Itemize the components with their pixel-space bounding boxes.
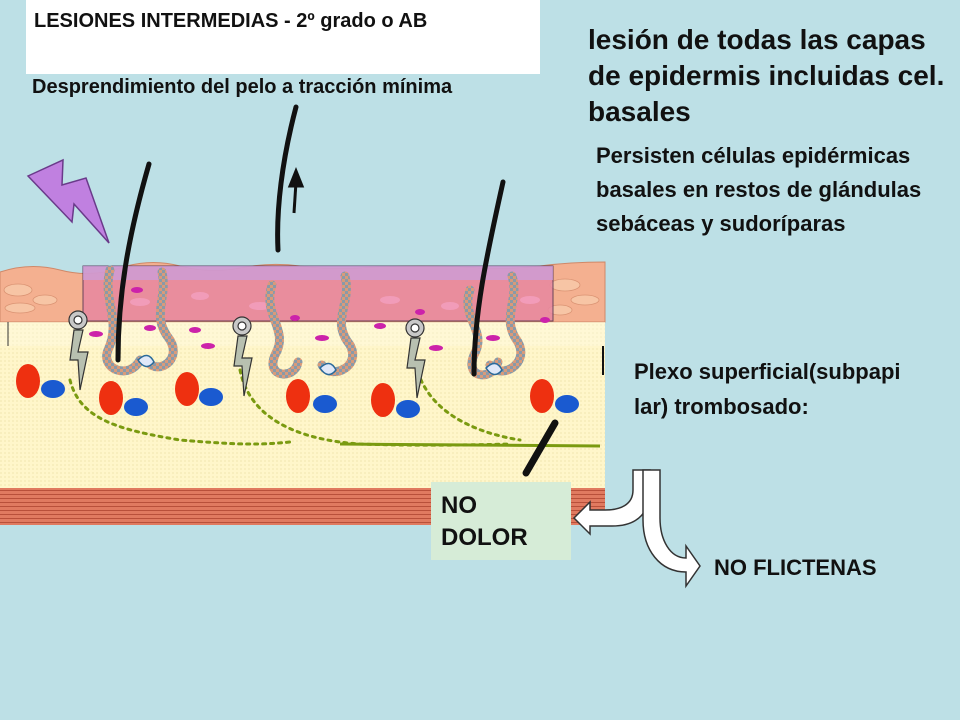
superficial-plexus-caption: Plexo superficial(subpapi lar) trombosad…	[634, 359, 901, 419]
no-blisters-label: NO FLICTENAS	[714, 555, 877, 580]
lesion-description: lesión de todas las capas de epidermis i…	[588, 24, 945, 127]
lightning-bolt-icon	[26, 158, 110, 244]
slide-title: LESIONES INTERMEDIAS - 2º grado o AB	[26, 0, 540, 74]
pull-up-arrow	[287, 166, 305, 214]
arrow-to-no-flictenas	[642, 469, 701, 589]
capillaries	[89, 287, 550, 351]
hair-detachment-caption: Desprendimiento del pelo a tracción míni…	[32, 76, 453, 98]
blood-vessels	[16, 364, 579, 418]
basal-cells-persistence-caption: Persisten células epidérmicas basales en…	[596, 143, 922, 236]
hair-shafts	[115, 104, 506, 377]
no-pain-label: NO DOLOR	[431, 482, 571, 560]
sebaceous-glands	[102, 265, 526, 380]
nerve-endings	[68, 310, 426, 399]
